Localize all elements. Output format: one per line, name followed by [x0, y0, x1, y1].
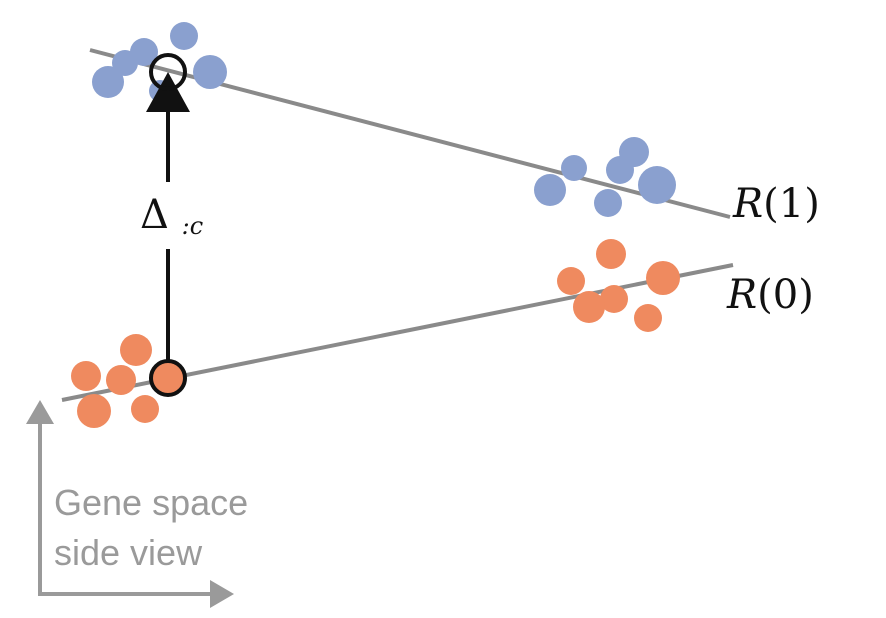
- arrow-icon: [26, 400, 54, 424]
- data-point: [170, 22, 198, 50]
- r0-label: R(0): [726, 272, 814, 318]
- data-point: [92, 66, 124, 98]
- data-point: [557, 267, 585, 295]
- delta-label: Δ :c: [140, 192, 203, 240]
- circle-marker-icon: [149, 359, 187, 397]
- data-point: [120, 334, 152, 366]
- data-point: [646, 261, 680, 295]
- data-point: [634, 304, 662, 332]
- data-point: [638, 166, 676, 204]
- control-cluster-right: [557, 239, 680, 332]
- arrow-up-icon: [146, 72, 190, 112]
- treated-cluster-right: [534, 137, 676, 217]
- axes: [26, 400, 234, 608]
- axis-caption-line1: Gene space: [54, 482, 248, 523]
- r1-label: R(1): [732, 181, 820, 227]
- data-point: [596, 239, 626, 269]
- data-point: [77, 394, 111, 428]
- data-point: [112, 50, 138, 76]
- data-point: [193, 55, 227, 89]
- data-point: [71, 361, 101, 391]
- shift-arrow: [146, 72, 190, 372]
- data-point: [106, 365, 136, 395]
- data-point: [561, 155, 587, 181]
- axis-caption-line2: side view: [54, 532, 203, 573]
- circle-marker-icon: [149, 53, 187, 91]
- data-point: [573, 291, 605, 323]
- data-point: [594, 189, 622, 217]
- control-cluster-left: [71, 334, 159, 428]
- data-point: [534, 174, 566, 206]
- data-point: [600, 285, 628, 313]
- data-point: [131, 395, 159, 423]
- arrow-icon: [210, 580, 234, 608]
- data-point: [606, 156, 634, 184]
